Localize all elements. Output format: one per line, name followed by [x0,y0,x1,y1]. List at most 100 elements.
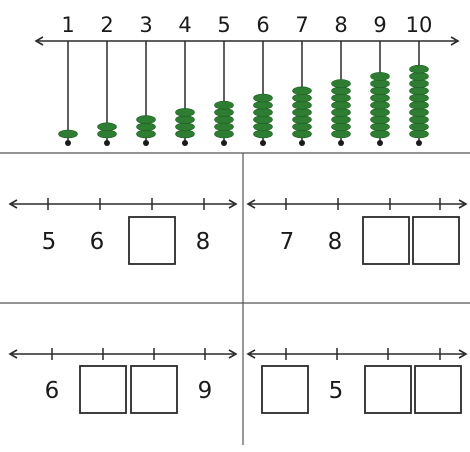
exercise-panel: 5 [246,348,468,414]
abacus-bead [292,122,312,132]
rod-end-dot [182,140,188,146]
abacus-bead [97,129,117,139]
abacus-bead [253,129,273,139]
given-number: 7 [280,229,295,255]
abacus-bead [175,122,195,132]
given-number: 8 [328,229,343,255]
bead-abacus: 1 2 3 4 5 6 7 8 9 10 [34,13,460,146]
abacus-bead [175,108,195,117]
abacus-bead [370,72,390,81]
abacus-bead [292,108,312,117]
abacus-bead [331,93,351,103]
abacus-bead [136,122,156,132]
rod-end-dot [416,140,422,146]
abacus-label: 4 [178,13,191,37]
abacus-bead [253,100,273,110]
abacus-bead [253,93,273,103]
abacus-bead [175,115,195,124]
given-number: 5 [329,378,344,404]
abacus-label: 1 [61,13,74,37]
answer-box [414,365,462,414]
abacus-label: 6 [256,13,269,37]
abacus-label: 7 [295,13,308,37]
abacus-bead [331,86,351,96]
abacus-bead [409,86,429,96]
given-number: 5 [42,229,57,255]
abacus-bead [253,122,273,132]
abacus-bead [214,115,234,124]
abacus-bead [331,100,351,110]
abacus-bead [370,129,390,139]
abacus-label: 3 [139,13,152,37]
abacus-label: 8 [334,13,347,37]
rod-end-dot [338,140,344,146]
abacus-label: 10 [406,13,433,37]
abacus-bead [175,129,195,139]
abacus-bead [370,122,390,132]
rod-end-dot [104,140,110,146]
abacus-bead [370,93,390,103]
given-number: 6 [45,378,60,404]
abacus-bead [292,93,312,103]
abacus-bead [331,129,351,139]
answer-box [128,216,176,265]
abacus-bead [370,79,390,88]
abacus-bead [409,108,429,117]
abacus-bead [409,79,429,88]
abacus-bead [331,115,351,124]
rod-end-dot [65,140,71,146]
abacus-label: 9 [373,13,386,37]
abacus-bead [409,115,429,124]
rod-end-dot [260,140,266,146]
answer-box [362,216,410,265]
given-number: 6 [90,229,105,255]
abacus-bead [253,108,273,117]
answer-box [130,365,178,414]
abacus-bead [214,108,234,117]
arrow-right-icon [458,349,468,359]
abacus-bead [409,93,429,103]
abacus-bead [370,86,390,96]
given-number: 9 [198,378,213,404]
abacus-bead [370,115,390,124]
abacus-bead [331,79,351,88]
arrow-left-icon [8,349,18,359]
abacus-bead [214,129,234,139]
abacus-bead [292,115,312,124]
abacus-bead [409,64,429,74]
arrow-right-icon [450,36,460,46]
arrow-left-icon [8,199,18,209]
rod-end-dot [299,140,305,146]
answer-box [364,365,412,414]
abacus-label: 2 [100,13,113,37]
arrow-left-icon [34,36,44,46]
abacus-bead [292,129,312,139]
abacus-bead [136,129,156,139]
abacus-bead [370,100,390,110]
abacus-bead [97,122,117,132]
answer-box [261,365,309,414]
abacus-bead [409,100,429,110]
abacus-bead [253,115,273,124]
abacus-bead [409,122,429,132]
rod-end-dot [143,140,149,146]
abacus-bead [409,72,429,81]
arrow-left-icon [246,349,256,359]
abacus-bead [331,122,351,132]
abacus-bead [292,86,312,96]
answer-box [412,216,460,265]
answer-box [79,365,127,414]
arrow-right-icon [458,199,468,209]
arrow-left-icon [246,199,256,209]
abacus-bead [58,129,78,139]
abacus-bead [214,100,234,110]
abacus-label: 5 [217,13,230,37]
rod-end-dot [377,140,383,146]
abacus-bead [136,115,156,124]
arrow-right-icon [228,349,238,359]
arrow-right-icon [228,199,238,209]
